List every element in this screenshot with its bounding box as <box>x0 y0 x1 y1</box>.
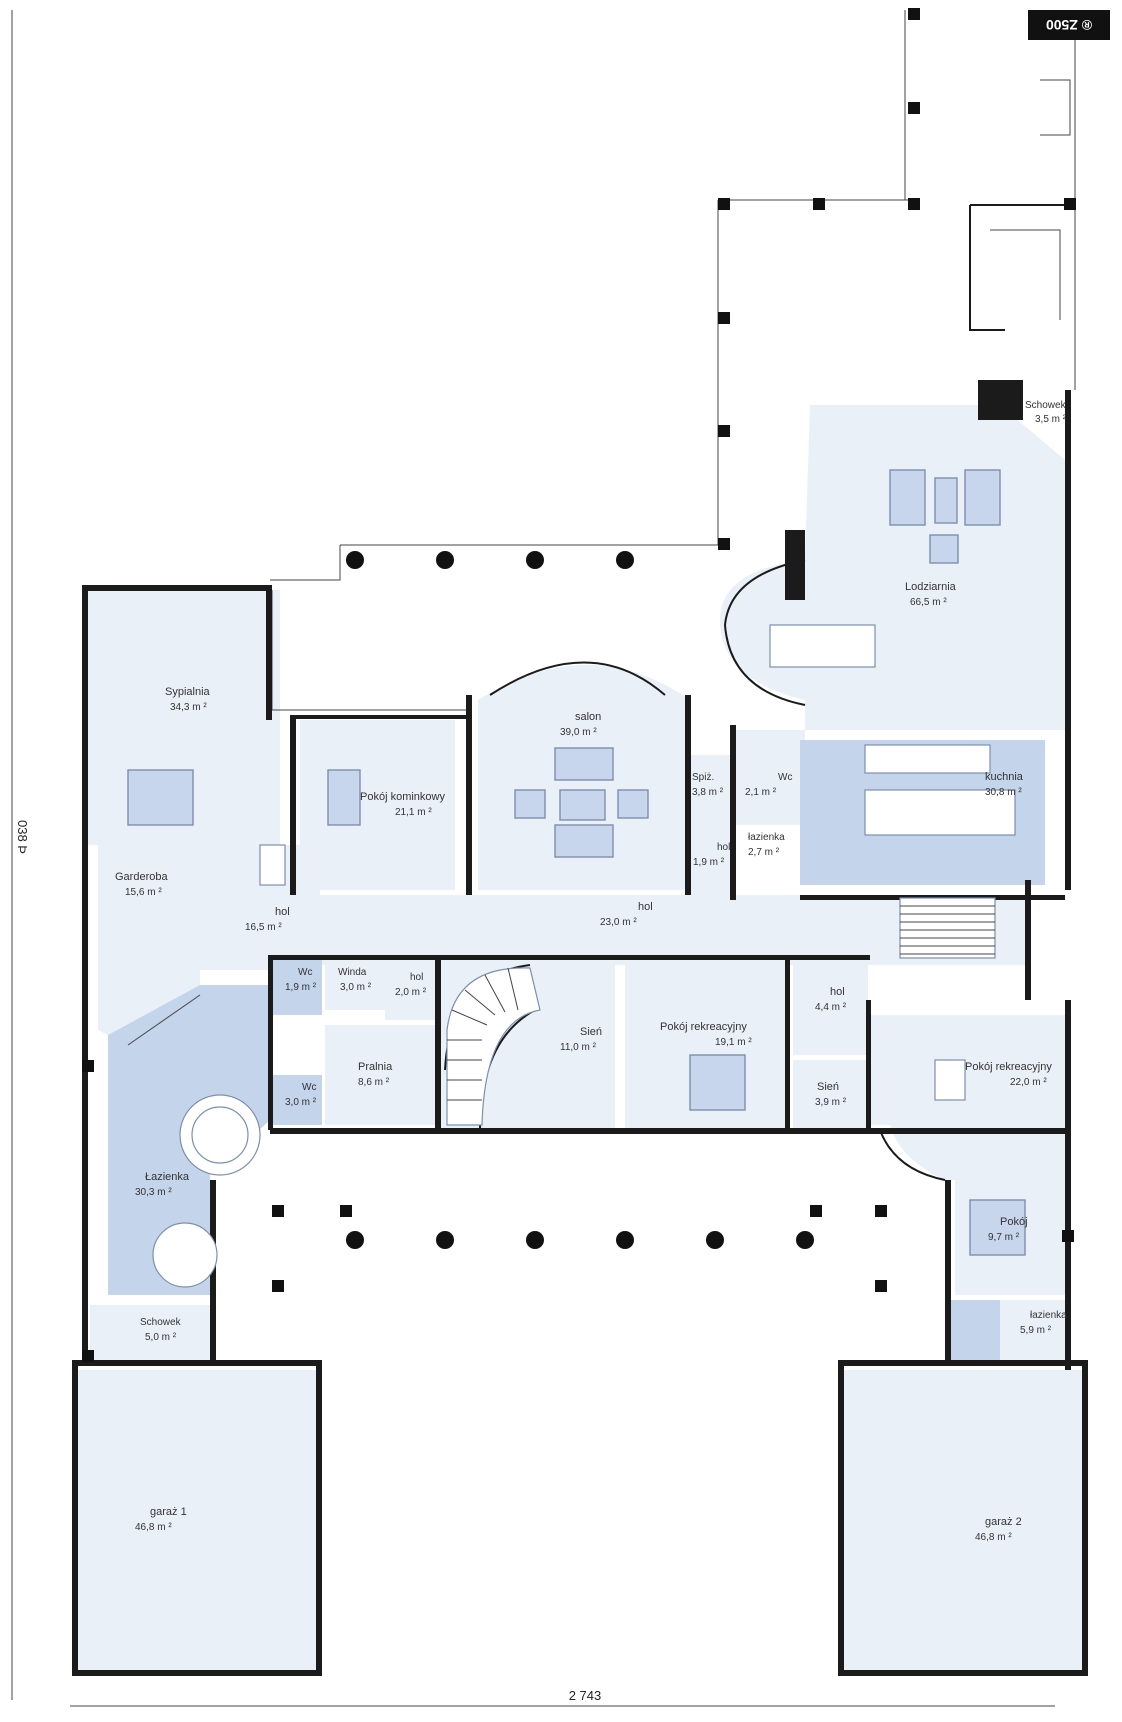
room-name-hol1: hol <box>275 906 290 918</box>
column <box>272 1280 284 1292</box>
room-name-schowek-top: Schowek <box>1025 400 1067 411</box>
room-name-lazienka-big: Łazienka <box>145 1171 190 1183</box>
room-name-hol-small: hol <box>717 842 730 853</box>
room-name-wc1: Wc <box>778 772 792 783</box>
room-name-winda: Winda <box>338 967 367 978</box>
room-name-salon: salon <box>575 711 601 723</box>
column <box>810 1205 822 1217</box>
room-name-garderoba: Garderoba <box>115 871 168 883</box>
column <box>796 1231 814 1249</box>
staircases <box>446 897 996 1126</box>
column <box>340 1205 352 1217</box>
column <box>813 198 825 210</box>
room-name-pokoj: Pokój <box>1000 1216 1028 1228</box>
room-area-pokoj-kominkowy: 21,1 m ² <box>395 807 432 818</box>
furniture <box>127 469 1026 1288</box>
column <box>82 1350 94 1362</box>
column <box>718 425 730 437</box>
room-area-pokoj-rek1: 19,1 m ² <box>715 1037 752 1048</box>
column <box>908 198 920 210</box>
room-area-sypialnia: 34,3 m ² <box>170 702 207 713</box>
column <box>908 102 920 114</box>
room-area-hol1: 16,5 m ² <box>245 922 282 933</box>
column <box>706 1231 724 1249</box>
room-area-schowek-top: 3,5 m ² <box>1035 414 1067 425</box>
room-area-kuchnia: 30,8 m ² <box>985 787 1022 798</box>
room-name-pokoj-kominkowy: Pokój kominkowy <box>360 791 445 803</box>
column <box>1062 1230 1074 1242</box>
column <box>272 1205 284 1217</box>
column <box>436 551 454 569</box>
column <box>526 551 544 569</box>
room-area-hol-small: 1,9 m ² <box>693 857 725 868</box>
room-area-sien2: 3,9 m ² <box>815 1097 847 1108</box>
column <box>718 538 730 550</box>
room-name-garaz1: garaż 1 <box>150 1506 187 1518</box>
room-area-spizarnia: 3,8 m ² <box>692 787 724 798</box>
room-name-wc3: Wc <box>302 1082 316 1093</box>
project-badge: ® Z500 <box>1028 10 1110 40</box>
walls <box>72 380 1088 1676</box>
room-name-hol3: hol <box>830 986 845 998</box>
room-area-lazienka3: 5,9 m ² <box>1020 1325 1052 1336</box>
column <box>908 8 920 20</box>
room-area-sien: 11,0 m ² <box>560 1042 597 1053</box>
room-area-wc3: 3,0 m ² <box>285 1097 317 1108</box>
column <box>526 1231 544 1249</box>
room-name-hol-main: hol <box>638 901 653 913</box>
column <box>718 312 730 324</box>
room-name-lodziarnia: Lodziarnia <box>905 581 957 593</box>
room-area-garderoba: 15,6 m ² <box>125 887 162 898</box>
room-name-sien2: Sień <box>817 1081 839 1093</box>
room-name-lazienka-small: łazienka <box>748 832 785 843</box>
room-area-garaz2: 46,8 m ² <box>975 1532 1012 1543</box>
room-area-winda: 3,0 m ² <box>340 982 372 993</box>
room-name-wc2: Wc <box>298 967 312 978</box>
room-area-wc2: 1,9 m ² <box>285 982 317 993</box>
room-area-wc1: 2,1 m ² <box>745 787 777 798</box>
room-name-hol2: hol <box>410 972 423 983</box>
room-area-hol-main: 23,0 m ² <box>600 917 637 928</box>
room-area-lodziarnia: 66,5 m ² <box>910 597 947 608</box>
column <box>718 198 730 210</box>
column <box>436 1231 454 1249</box>
room-name-pokoj-rek1: Pokój rekreacyjny <box>660 1021 747 1033</box>
column <box>875 1205 887 1217</box>
room-name-schowek-bottom: Schowek <box>140 1317 182 1328</box>
room-area-lazienka-big: 30,3 m ² <box>135 1187 172 1198</box>
room-area-schowek-bottom: 5,0 m ² <box>145 1332 177 1343</box>
room-labels: Sypialnia 34,3 m ² Garderoba 15,6 m ² ho… <box>115 400 1067 1543</box>
room-name-pokoj-rek2: Pokój rekreacyjny <box>965 1061 1052 1073</box>
room-name-garaz2: garaż 2 <box>985 1516 1022 1528</box>
room-area-garaz1: 46,8 m ² <box>135 1522 172 1533</box>
column <box>82 1060 94 1072</box>
room-name-pralnia: Pralnia <box>358 1061 393 1073</box>
room-area-pokoj-rek2: 22,0 m ² <box>1010 1077 1047 1088</box>
room-area-lazienka-small: 2,7 m ² <box>748 847 780 858</box>
room-area-pokoj: 9,7 m ² <box>988 1232 1020 1243</box>
room-name-kuchnia: kuchnia <box>985 771 1024 783</box>
room-area-hol2: 2,0 m ² <box>395 987 427 998</box>
room-area-hol3: 4,4 m ² <box>815 1002 847 1013</box>
column <box>616 1231 634 1249</box>
column <box>616 551 634 569</box>
height-dimension: 038 Þ <box>15 820 30 854</box>
column <box>875 1280 887 1292</box>
room-area-salon: 39,0 m ² <box>560 727 597 738</box>
room-name-sypialnia: Sypialnia <box>165 686 211 698</box>
room-name-lazienka3: łazienka <box>1030 1310 1067 1321</box>
columns <box>82 8 1076 1362</box>
room-name-spizarnia: Spiż. <box>692 772 714 783</box>
room-fills <box>75 405 1085 1670</box>
column <box>1064 198 1076 210</box>
column <box>346 1231 364 1249</box>
width-dimension: 2 743 <box>569 1688 602 1703</box>
room-area-pralnia: 8,6 m ² <box>358 1077 390 1088</box>
room-name-sien: Sień <box>580 1026 602 1038</box>
column <box>346 551 364 569</box>
